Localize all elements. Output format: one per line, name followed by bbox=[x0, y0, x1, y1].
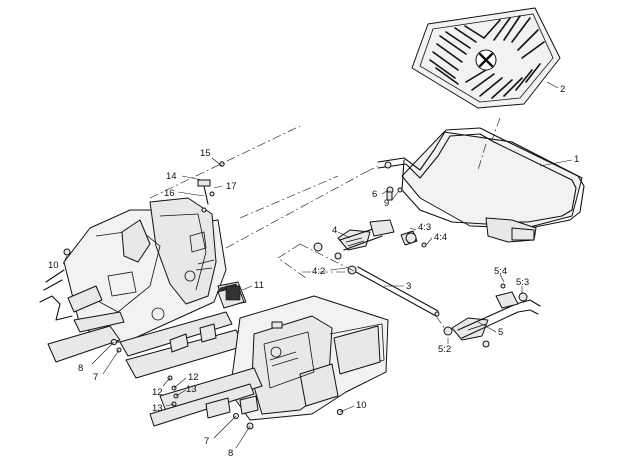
callout-3: 3 bbox=[406, 281, 411, 292]
leader-lines bbox=[62, 81, 573, 449]
callout-4: 4 bbox=[332, 225, 337, 236]
callout-13-right: 13 bbox=[186, 384, 197, 395]
hardware-6-9 bbox=[386, 186, 403, 201]
callout-5: 5 bbox=[498, 327, 503, 338]
right-chassis bbox=[149, 295, 389, 427]
callout-7-bottom: 7 bbox=[204, 436, 209, 447]
left-chassis bbox=[39, 197, 247, 379]
callout-5-3: 5:3 bbox=[516, 277, 529, 288]
callout-9: 9 bbox=[384, 198, 389, 209]
callout-4-2: 4:2 bbox=[312, 266, 325, 277]
callout-1: 1 bbox=[574, 154, 579, 165]
mount-arm-4 bbox=[313, 219, 427, 275]
x-emblem-icon bbox=[475, 49, 497, 71]
callout-13-left: 13 bbox=[152, 403, 163, 414]
callout-10-left: 10 bbox=[48, 260, 59, 271]
callout-labels: 2 1 3 4 4:3 4:4 4:2 5 5:2 5:3 5:4 6 9 10… bbox=[48, 84, 579, 459]
callout-12-right: 12 bbox=[188, 372, 199, 383]
callout-11: 11 bbox=[254, 280, 264, 291]
alignment-lines bbox=[149, 117, 501, 331]
callout-17: 17 bbox=[226, 181, 237, 192]
callout-4-3: 4:3 bbox=[418, 222, 431, 233]
callout-16: 16 bbox=[164, 188, 175, 199]
callout-10-bottom: 10 bbox=[356, 400, 367, 411]
floor-mat bbox=[411, 7, 561, 109]
callout-7-left: 7 bbox=[93, 372, 98, 383]
callout-6: 6 bbox=[372, 189, 377, 200]
callout-15: 15 bbox=[200, 148, 211, 159]
pivot-shaft bbox=[355, 266, 440, 317]
callout-5-4: 5:4 bbox=[494, 266, 507, 277]
hardware-14-17 bbox=[197, 161, 225, 213]
callout-5-2: 5:2 bbox=[438, 344, 451, 355]
callout-4-4: 4:4 bbox=[434, 232, 447, 243]
callout-14: 14 bbox=[166, 171, 177, 182]
callout-8-bottom: 8 bbox=[228, 448, 233, 459]
component-11 bbox=[217, 285, 245, 309]
callout-12-left: 12 bbox=[152, 387, 163, 398]
callout-2: 2 bbox=[560, 84, 565, 95]
footrest-frame bbox=[377, 127, 585, 243]
callout-8-left: 8 bbox=[78, 363, 83, 374]
mount-arm-5 bbox=[443, 283, 541, 348]
